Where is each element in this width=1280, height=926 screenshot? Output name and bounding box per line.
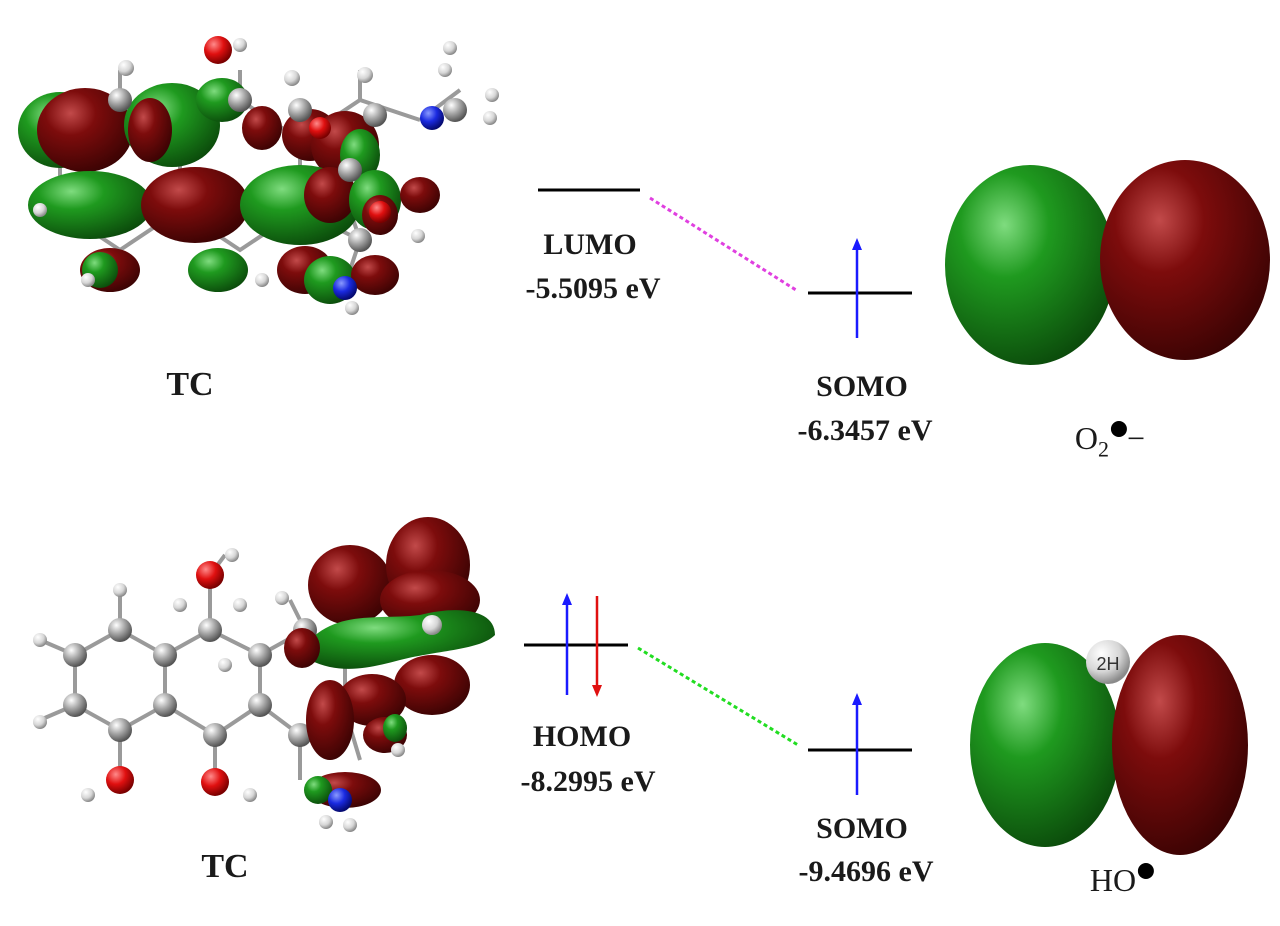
homo-spin-down-arrow: [592, 596, 602, 697]
tc-label-bottom: TC: [201, 848, 249, 885]
lumo-somo-connector: [649, 196, 797, 292]
o2-subscript: 2: [1098, 436, 1110, 462]
ho-radical-orbital: 2H: [970, 635, 1248, 855]
bottom-somo-energy: -9.4696 eV: [798, 855, 934, 888]
o2-radical-label: O2−: [1075, 420, 1145, 462]
homo-somo-connector: [637, 646, 799, 747]
lumo-label: LUMO: [543, 228, 637, 261]
ho-radical-label: HO: [1089, 862, 1155, 899]
tc-homo-molecule: [33, 517, 495, 832]
homo-energy: -8.2995 eV: [520, 765, 656, 798]
atom-label: 2H: [1096, 654, 1119, 674]
top-somo-energy: -6.3457 eV: [797, 414, 933, 447]
bottom-somo-spin-up-arrow: [852, 693, 862, 795]
o2-base: O: [1074, 420, 1099, 456]
top-somo-label: SOMO: [816, 370, 908, 403]
lumo-energy: -5.5095 eV: [525, 272, 661, 305]
homo-label: HOMO: [532, 720, 632, 753]
ho-base: HO: [1089, 862, 1137, 898]
radical-dot-icon: [1111, 421, 1128, 438]
o2-charge: −: [1127, 420, 1146, 456]
radical-dot-icon: [1138, 863, 1155, 880]
bottom-somo-label: SOMO: [816, 812, 908, 845]
top-somo-spin-up-arrow: [852, 238, 862, 338]
tc-lumo-molecule: [18, 36, 499, 315]
hydrogen-atom: [1086, 640, 1130, 684]
tc-label-top: TC: [166, 366, 214, 403]
homo-spin-up-arrow: [562, 593, 572, 695]
o2-radical-orbital: [945, 160, 1270, 365]
